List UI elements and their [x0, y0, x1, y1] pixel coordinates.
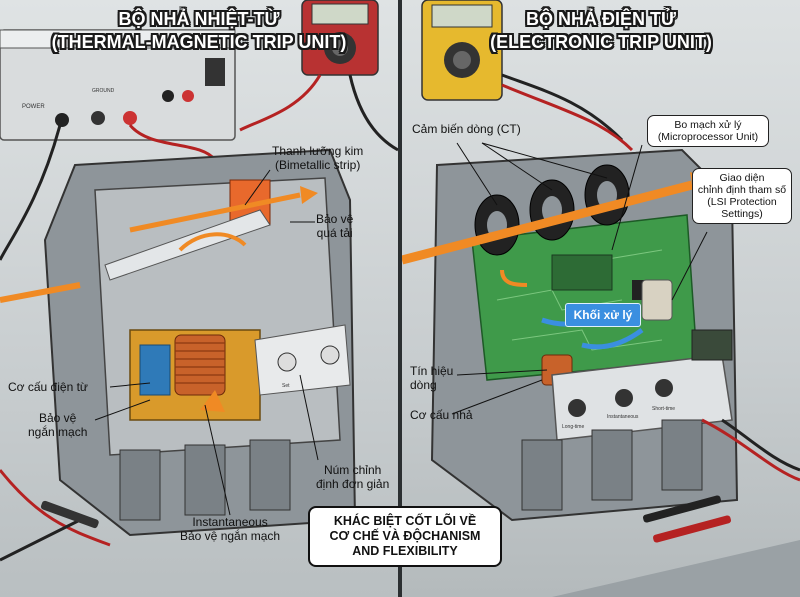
micro-line2: (Microprocessor Unit) — [657, 131, 759, 143]
trip-mechanism-label: Cơ cấu nhả — [410, 408, 473, 422]
instantaneous-label: Instantaneous Bảo vệ ngắn mạch — [180, 515, 280, 543]
lsi-line3: (LSI Protection — [707, 196, 777, 208]
instant-line2: Bảo vệ ngắn mạch — [180, 529, 281, 543]
left-title-line1: BỘ NHẢ NHIỆT-TỪ — [118, 9, 280, 29]
bimetallic-line1: Thanh lưỡng kim — [272, 144, 364, 158]
signal-line1: Tín hiệu — [410, 364, 454, 378]
multimeter-icon — [421, 0, 503, 101]
processing-block: Khối xử lý — [565, 303, 641, 327]
left-title: BỘ NHẢ NHIỆT-TỪ (THERMAL-MAGNETIC TRIP U… — [0, 8, 398, 54]
panel-divider — [398, 0, 402, 597]
short-circuit-line2: ngắn mạch — [28, 425, 88, 439]
power-supply-icon: POWER GROUND — [0, 29, 236, 141]
thermal-magnetic-panel: POWER GROUND — [0, 0, 398, 597]
right-title: BỘ NHẢ ĐIỆN TỬ (ELECTRONIC TRIP UNIT) — [402, 8, 800, 54]
knob-line1: Núm chỉnh — [323, 463, 382, 477]
bimetallic-line2: (Bimetallic strip) — [274, 158, 361, 172]
electronic-panel: Long-time Instantaneous Short-time BỘ NH… — [402, 0, 800, 597]
lsi-line4: Settings) — [721, 208, 763, 220]
overload-line1: Bảo vệ — [316, 212, 354, 226]
lsi-line1: Giao diện — [719, 172, 765, 184]
instantaneous-text: Instantaneous — [607, 414, 639, 420]
callout-line3: AND FLEXIBILITY — [352, 544, 458, 558]
long-time-text: Long-time — [562, 424, 584, 430]
set-text: Set — [282, 383, 290, 389]
micro-line1: Bo mạch xử lý — [674, 119, 742, 131]
core-difference-callout: KHÁC BIỆT CỐT LÕI VỀ CƠ CHẾ VÀ ĐỘCHANISM… — [308, 506, 502, 567]
ground-text: GROUND — [92, 88, 115, 94]
multimeter-icon — [301, 0, 379, 76]
bimetallic-strip-label: Thanh lưỡng kim (Bimetallic strip) — [272, 144, 363, 172]
ct-label: Cảm biến dòng (CT) — [412, 122, 521, 136]
lsi-line2: chỉnh định tham số — [697, 184, 787, 196]
lsi-settings-label: Giao diện chỉnh định tham số (LSI Protec… — [692, 168, 792, 224]
knob-label: Núm chỉnh định đơn giản — [316, 463, 389, 491]
overload-line2: quá tải — [316, 226, 353, 240]
signal-line2: dòng — [410, 378, 437, 392]
callout-line2: CƠ CHẾ VÀ ĐỘCHANISM — [329, 529, 481, 543]
right-title-line1: BỘ NHẢ ĐIỆN TỬ — [526, 9, 676, 29]
short-circuit-line1: Bảo vệ — [39, 411, 77, 425]
overload-protection-label: Bảo vệ quá tải — [316, 212, 353, 240]
knob-line2: định đơn giản — [316, 477, 390, 491]
power-text: POWER — [22, 104, 45, 110]
instant-line1: Instantaneous — [192, 515, 268, 529]
thermal-magnetic-illustration: POWER GROUND — [0, 0, 398, 562]
electromagnet-label: Cơ cấu điện từ — [8, 380, 88, 394]
right-title-line2: (ELECTRONIC TRIP UNIT) — [490, 32, 712, 52]
microprocessor-label: Bo mạch xử lý (Microprocessor Unit) — [647, 115, 769, 147]
short-circuit-label: Bảo vệ ngắn mạch — [28, 411, 87, 439]
left-title-line2: (THERMAL-MAGNETIC TRIP UNIT) — [51, 32, 347, 52]
electronic-illustration: Long-time Instantaneous Short-time — [402, 0, 800, 597]
callout-line1: KHÁC BIỆT CỐT LÕI VỀ — [333, 514, 477, 528]
short-time-text: Short-time — [652, 406, 675, 412]
current-signal-label: Tín hiệu dòng — [410, 364, 453, 392]
